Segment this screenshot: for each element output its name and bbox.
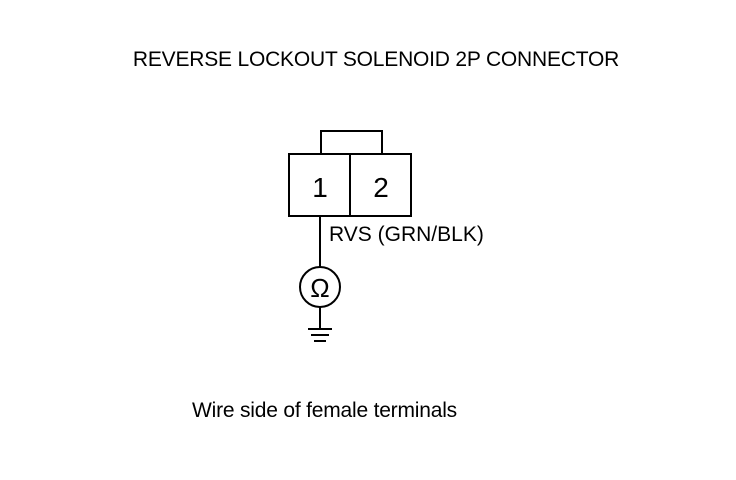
ground-icon [308, 328, 332, 342]
terminal-2-label: 2 [373, 172, 389, 203]
terminal-1-label: 1 [312, 172, 328, 203]
diagram-title: REVERSE LOCKOUT SOLENOID 2P CONNECTOR [132, 48, 620, 71]
ohmmeter-symbol: Ω [299, 266, 341, 308]
caption: Wire side of female terminals [192, 399, 457, 422]
connector-lock-tab [320, 130, 383, 155]
connector-2p [288, 130, 412, 217]
ohm-icon: Ω [310, 273, 329, 303]
wire-label: RVS (GRN/BLK) [329, 223, 484, 246]
